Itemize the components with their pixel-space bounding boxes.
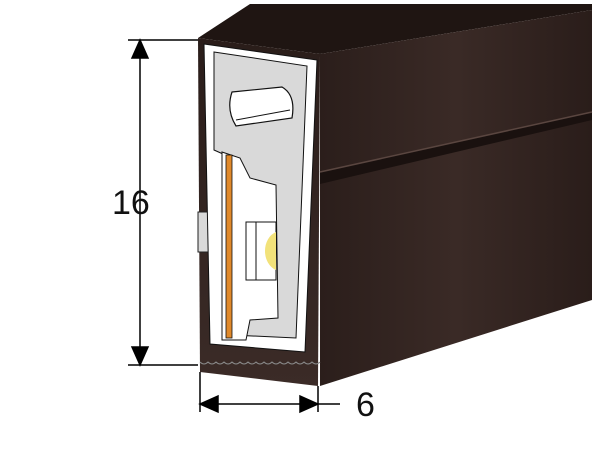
profile-top-face [198, 4, 592, 54]
pcb-strip [225, 154, 233, 339]
height-label: 16 [112, 184, 150, 222]
width-label: 6 [356, 386, 375, 424]
serrated-base [199, 361, 321, 365]
profile-side-face [320, 10, 592, 386]
side-groove [320, 112, 592, 184]
height-dimension [128, 38, 198, 367]
diffuser-slot [229, 86, 294, 127]
width-dimension [198, 372, 340, 414]
led-emitter [264, 232, 276, 270]
